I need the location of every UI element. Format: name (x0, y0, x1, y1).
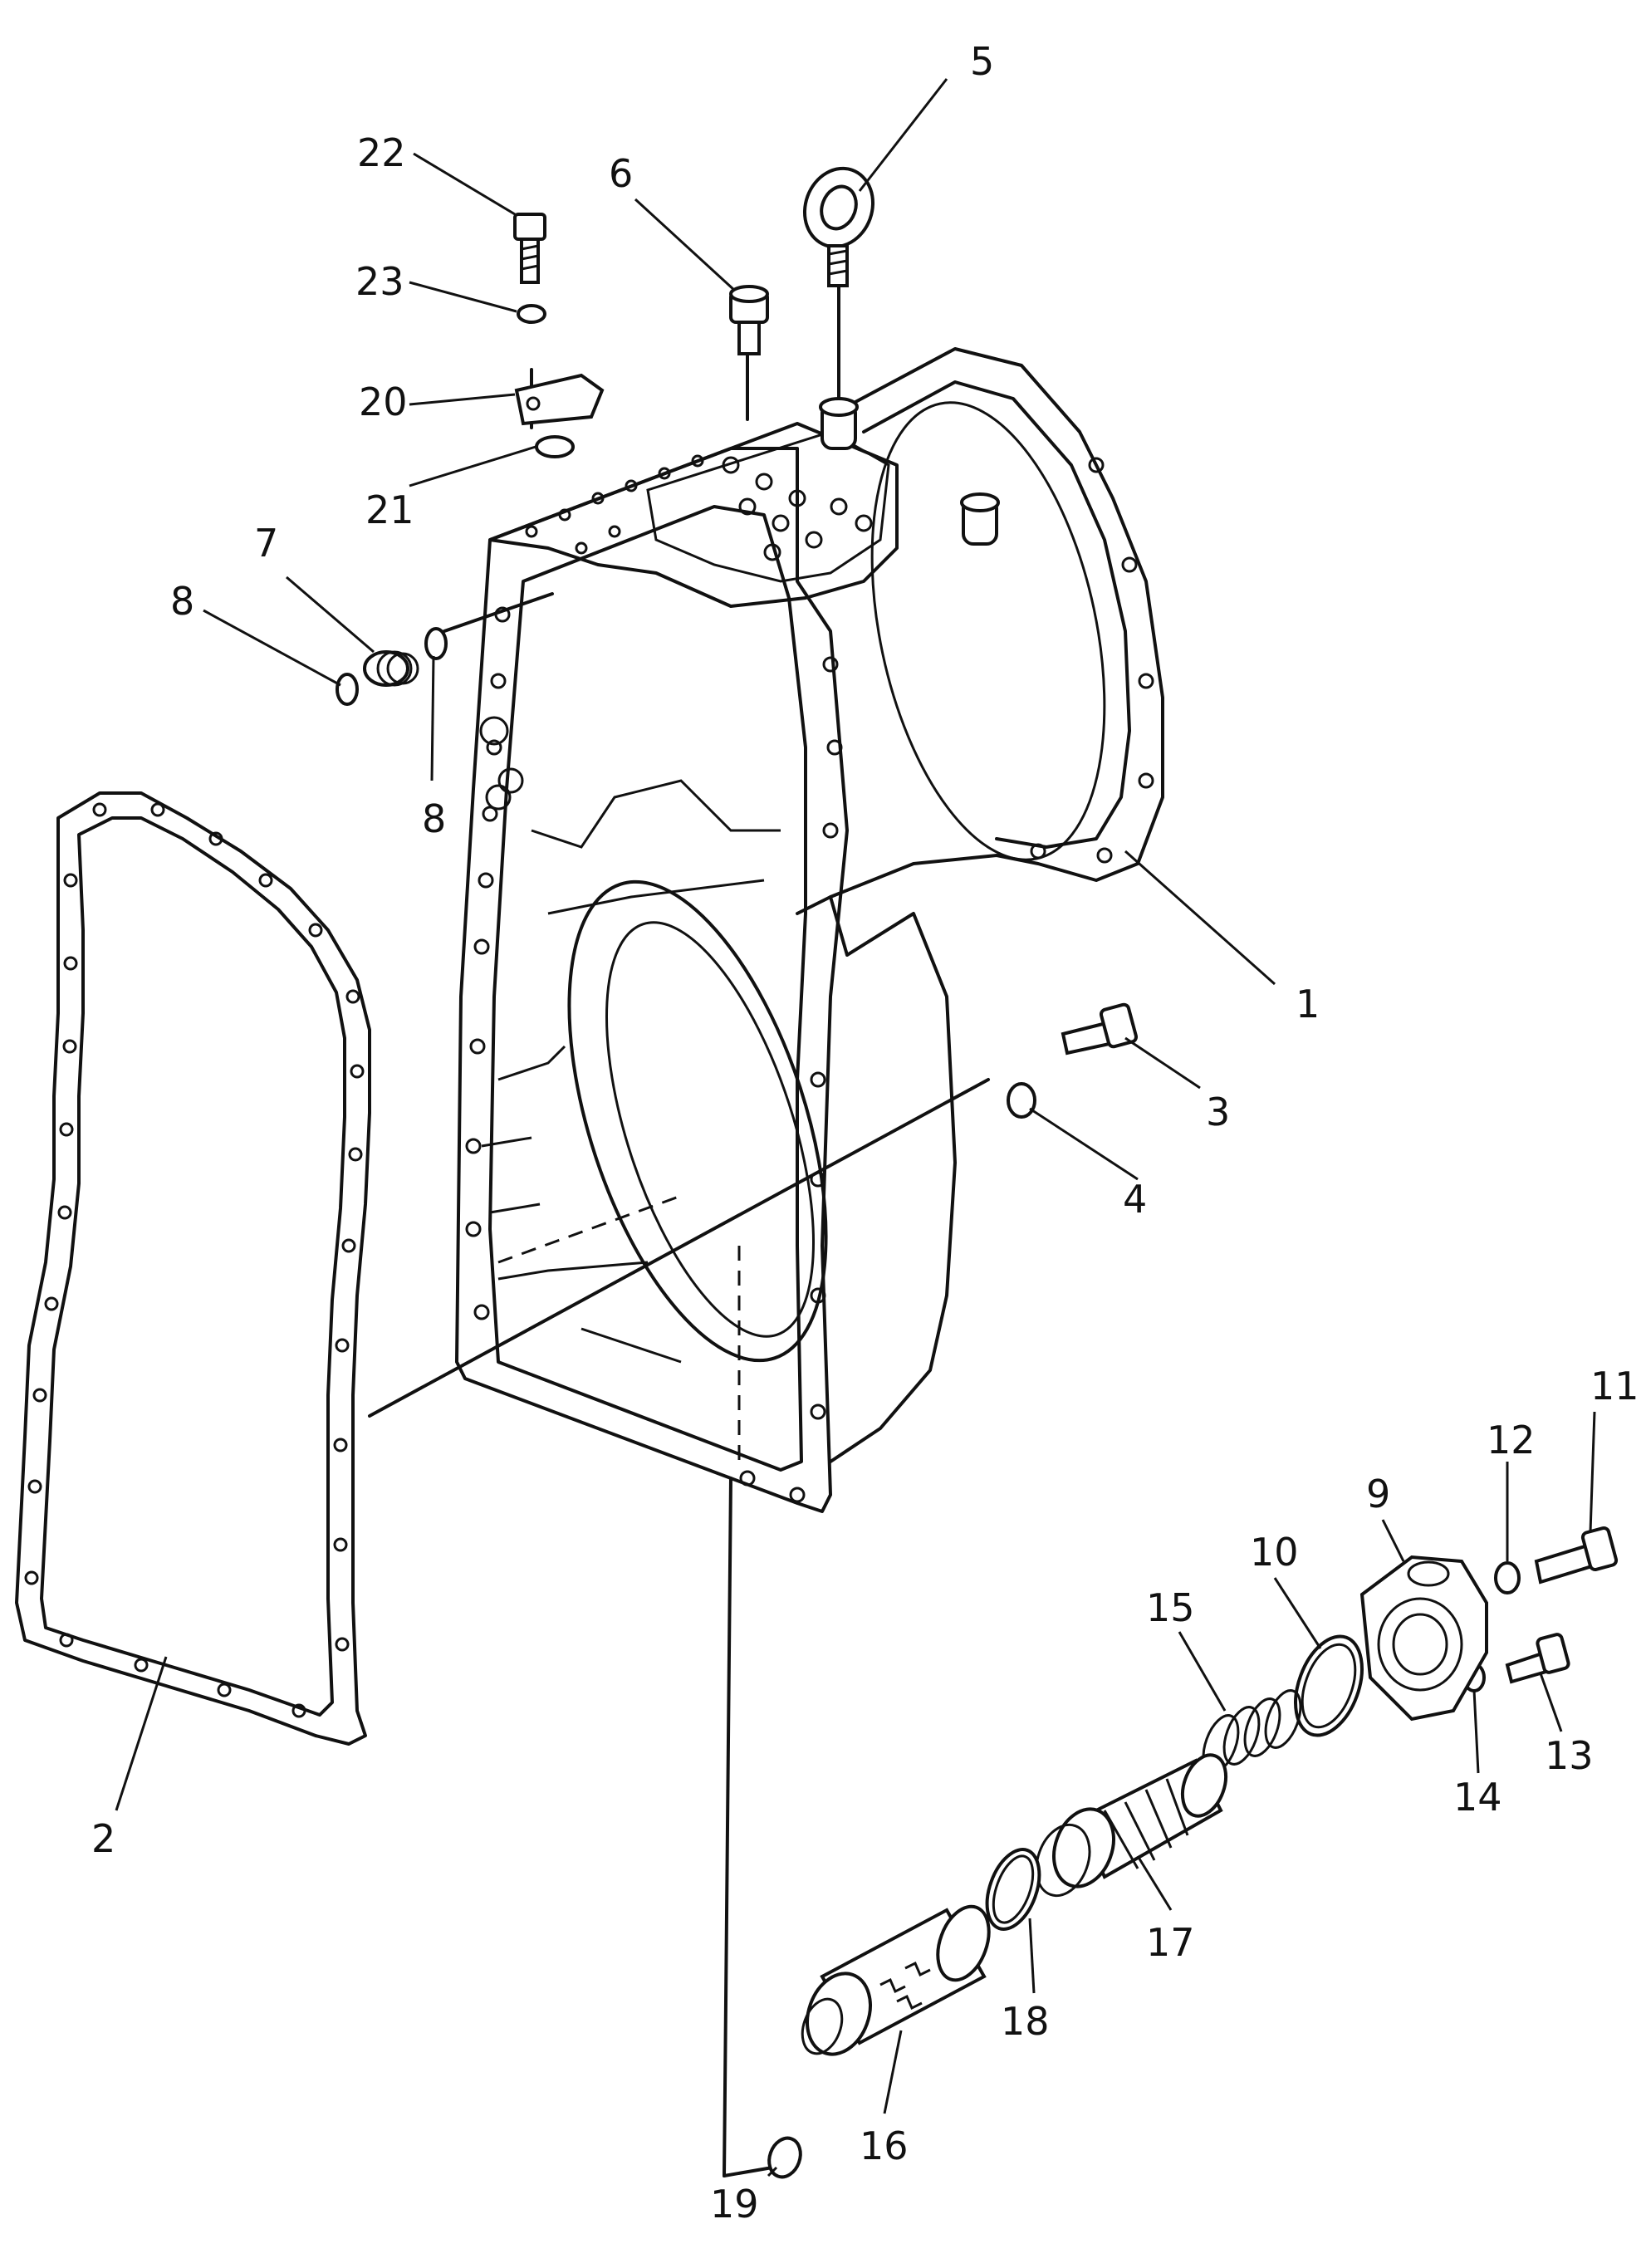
callout-19: 19 (710, 2182, 759, 2226)
callout-9: 9 (1366, 1472, 1390, 1516)
callout-16: 16 (860, 2123, 909, 2168)
callout-3: 3 (1206, 1090, 1230, 1134)
callout-5: 5 (970, 39, 994, 84)
callout-6: 6 (609, 151, 633, 196)
transmission-case-part-1 (455, 347, 1164, 1513)
callout-leaders (115, 78, 1596, 2177)
callout-10: 10 (1250, 1530, 1299, 1575)
callout-22: 22 (357, 130, 406, 175)
callout-8-lower: 8 (422, 796, 446, 841)
callout-7: 7 (254, 521, 278, 566)
callout-17: 17 (1146, 1920, 1195, 1965)
gasket-part-2 (15, 791, 371, 1746)
alignment-lines (368, 285, 990, 2177)
callout-12: 12 (1487, 1418, 1536, 1462)
callout-21: 21 (365, 487, 414, 532)
callout-18: 18 (1001, 1999, 1050, 2044)
callout-23: 23 (355, 259, 404, 304)
callout-14: 14 (1453, 1775, 1502, 1820)
callout-2: 2 (91, 1816, 115, 1861)
callout-20: 20 (359, 380, 408, 424)
callout-1: 1 (1296, 982, 1320, 1026)
small-parts (336, 166, 1619, 2179)
callout-11: 11 (1590, 1364, 1639, 1408)
callout-4: 4 (1123, 1177, 1147, 1222)
callout-13: 13 (1545, 1733, 1594, 1778)
callout-15: 15 (1146, 1585, 1195, 1630)
callout-8-left: 8 (170, 579, 194, 624)
callout-labels: 1 2 3 4 5 6 7 8 8 9 10 11 12 13 14 15 16… (91, 39, 1639, 2226)
